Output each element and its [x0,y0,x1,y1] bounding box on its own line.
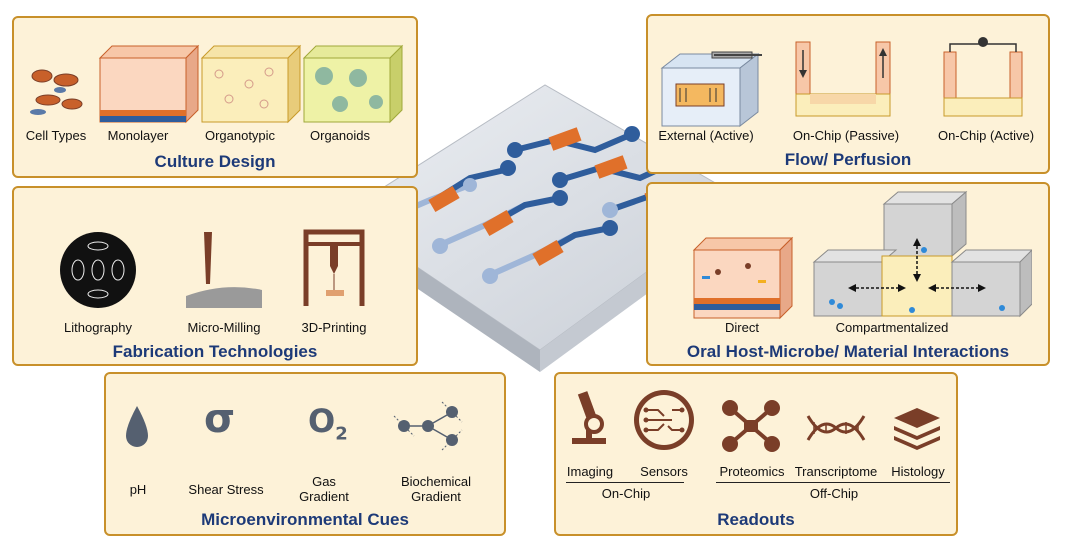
readouts-panel: Imaging Sensors Proteomics Transcriptome… [554,372,958,536]
off-chip-group-label: Off-Chip [809,486,859,501]
sensors-label: Sensors [640,464,688,479]
cell-types-icon [30,69,83,115]
flow-perfusion-title: Flow/ Perfusion [784,150,912,169]
micro-milling-label: Micro-Milling [187,320,261,335]
compartmentalized-icon [812,190,1032,318]
off-chip-divider [716,482,950,483]
3d-printing-label: 3D-Printing [301,320,367,335]
proteomics-label: Proteomics [719,464,785,479]
passive-flow-icon [795,41,891,117]
cell-types-label: Cell Types [25,128,87,143]
organotypic-label: Organotypic [204,128,276,143]
microscope-icon [572,391,606,444]
biochemical-gradient-label: Biochemical Gradient [400,474,472,504]
on-chip-passive-label: On-Chip (Passive) [792,128,900,143]
gas-gradient-label: Gas Gradient [299,474,349,504]
active-pump-icon [943,37,1023,117]
lithography-label: Lithography [64,320,132,335]
channel-unit [432,190,568,254]
oxygen-symbol: O [308,402,336,440]
on-chip-divider [566,482,684,483]
sigma-icon: σ [204,396,236,442]
compartmentalized-label: Compartmentalized [835,320,949,335]
channel-unit [482,220,618,284]
oxygen-icon: O2 [308,402,348,444]
histology-label: Histology [891,464,945,479]
fabrication-panel: Lithography Micro-Milling 3D-Printing Fa… [12,186,418,366]
on-chip-group-label: On-Chip [601,486,651,501]
dna-helix-icon [806,415,866,441]
culture-design-panel: Cell Types Monolayer Organotypic Organoi… [12,16,418,178]
monolayer-icon [98,44,200,124]
direct-label: Direct [725,320,759,335]
culture-design-title: Culture Design [154,152,276,171]
proteomics-icon [722,400,780,452]
readouts-title: Readouts [717,510,795,529]
flow-perfusion-panel: External (Active) On-Chip (Passive) On-C… [646,14,1050,174]
shear-stress-label: Shear Stress [188,482,264,497]
monolayer-label: Monolayer [107,128,169,143]
ph-label: pH [129,482,147,497]
oxygen-subscript: 2 [335,423,348,445]
transcriptome-label: Transcriptome [794,464,878,479]
micro-milling-icon [186,232,262,308]
sensor-chip-icon [634,390,694,450]
organotypic-icon [200,44,302,124]
organoids-icon [302,44,404,124]
3d-printing-icon [303,229,365,306]
fabrication-title: Fabrication Technologies [112,342,318,361]
direct-culture-icon [692,236,794,320]
oral-interactions-title: Oral Host-Microbe/ Material Interactions [686,342,1010,361]
microenvironmental-title: Microenvironmental Cues [201,510,409,529]
oral-interactions-panel: Direct Compartmentalized Oral Host-Micro… [646,182,1050,366]
lithography-icon [60,232,136,308]
microenvironmental-panel: σ O2 pH Shear Stress Gas Gradient Bioche… [104,372,506,536]
channel-unit [507,126,640,158]
histology-layers-icon [894,408,940,450]
imaging-label: Imaging [566,464,614,479]
organoids-label: Organoids [310,128,370,143]
biochemical-gradient-icon [393,401,463,451]
ph-droplet-icon [126,406,148,447]
on-chip-active-label: On-Chip (Active) [937,128,1035,143]
external-active-label: External (Active) [658,128,754,143]
syringe-pump-icon [660,51,762,128]
